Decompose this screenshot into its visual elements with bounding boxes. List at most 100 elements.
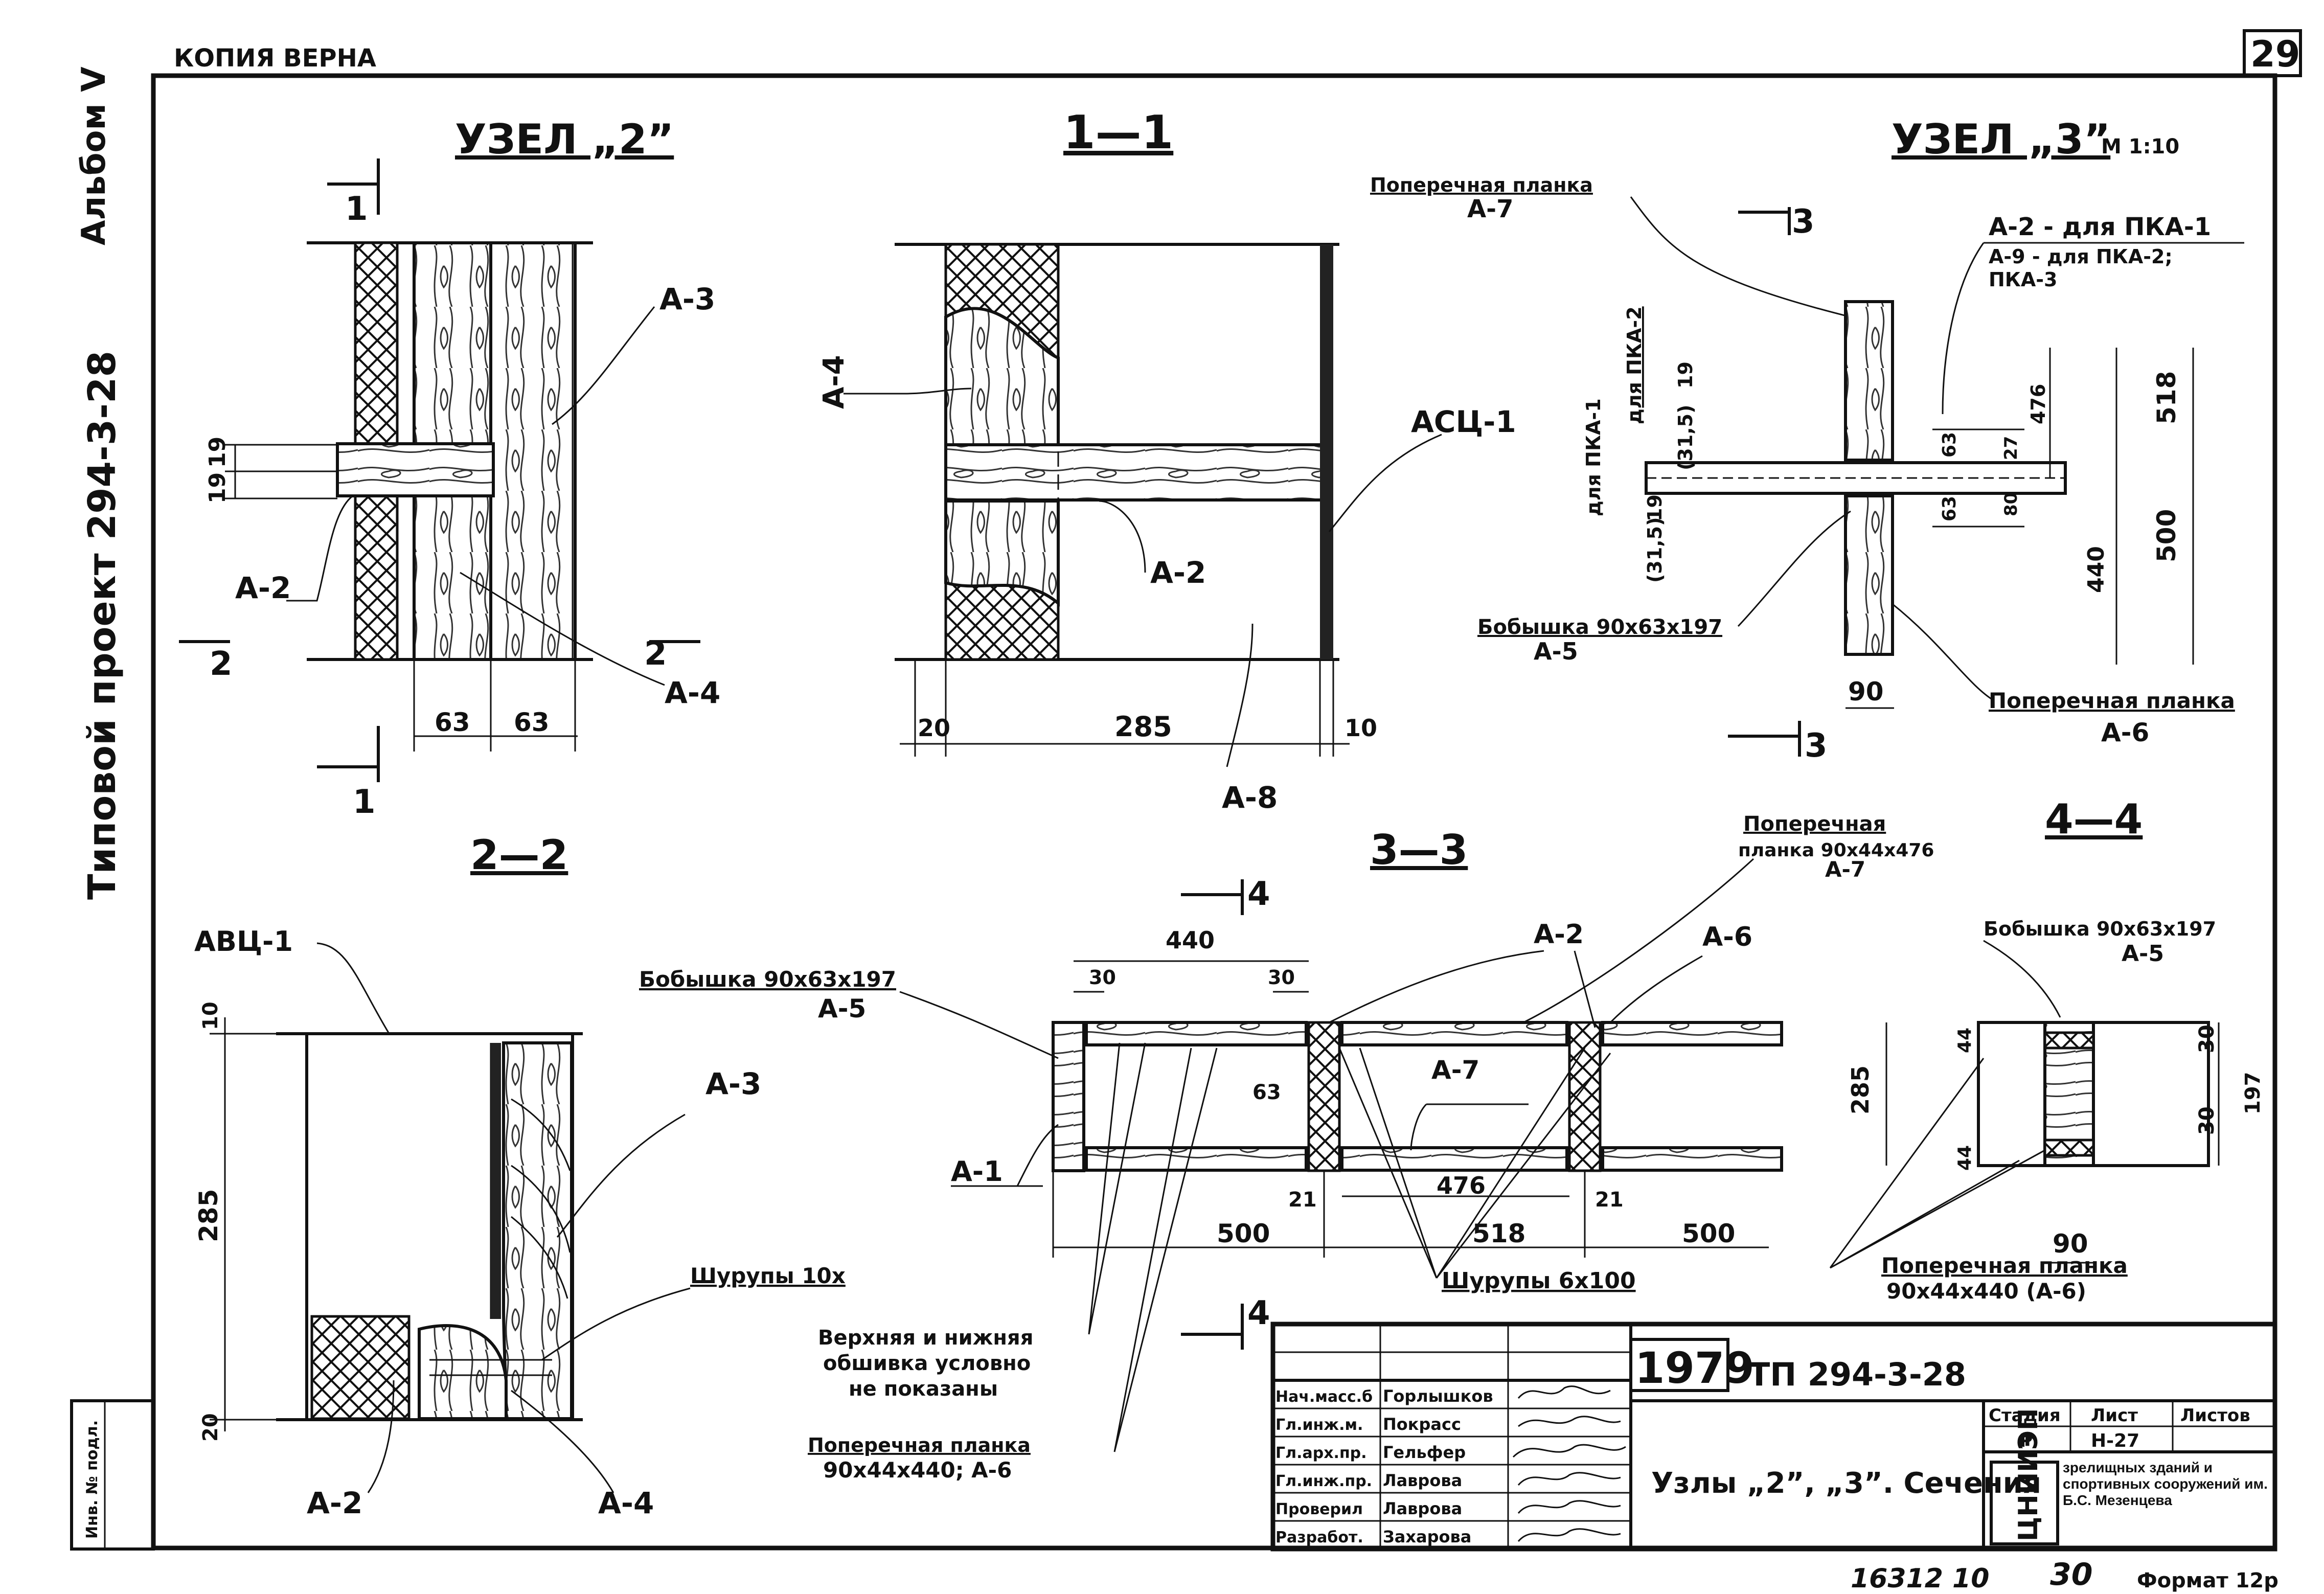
node-3-dim-19-bottom: 19	[1644, 494, 1666, 521]
section-4-4-dim-44-bottom: 44	[1954, 1145, 1975, 1171]
node-3-boss-code: А-5	[1534, 637, 1578, 665]
year: 1979	[1635, 1343, 1755, 1393]
role-5: Проверил	[1275, 1500, 1363, 1518]
node-3-title: УЗЕЛ „3”	[1892, 116, 2110, 163]
node-3-note-a9: А-9 - для ПКА-2;	[1989, 245, 2173, 268]
node-3-bottom-plank: Поперечная планка	[1989, 688, 2235, 713]
sheets-header: Листов	[2180, 1405, 2250, 1426]
section-3-3-title: 3—3	[1370, 826, 1468, 874]
section-1-1-dim-10: 10	[1345, 714, 1377, 742]
section-3-3-boss: Бобышка 90х63х197	[639, 967, 896, 992]
node-2-mark-left: 2	[210, 645, 233, 683]
section-1-1-view: 1—1 А-4 АСЦ-1 А-2 А-8 20 285 10	[817, 106, 1516, 815]
section-1-1-dim-285: 285	[1114, 711, 1172, 743]
section-2-2-dim-10: 10	[199, 1001, 222, 1030]
section-3-3-dim-476: 476	[1437, 1172, 1486, 1199]
section-1-1-label-a8: А-8	[1222, 780, 1278, 815]
role-2: Гл.инж.м.	[1275, 1416, 1363, 1434]
node-3-dim-476: 476	[2027, 384, 2049, 424]
role-1: Нач.масс.б	[1275, 1388, 1373, 1406]
section-3-3-dim-500-left: 500	[1217, 1219, 1270, 1248]
node-3-for-pka2: для ПКА-2	[1623, 306, 1646, 424]
section-3-3-dim-63: 63	[1252, 1081, 1281, 1104]
node-2-dim-63b: 63	[514, 708, 550, 737]
sheet-number-box	[2243, 29, 2302, 77]
drawing-title: Узлы „2”, „3”. Сечения	[1651, 1467, 2041, 1500]
node-3-dim-63-bottom: 63	[1939, 496, 1960, 521]
section-2-2-label-a2: А-2	[307, 1486, 362, 1520]
section-4-4-view: 4—4 Бобышка 90х63х197 А-5 44 285 44 30 1…	[1829, 795, 2265, 1304]
section-3-3-dim-500-right: 500	[1682, 1219, 1735, 1248]
section-3-3-dim-518: 518	[1472, 1219, 1525, 1248]
node-2-mark-right: 2	[644, 635, 667, 673]
org-logo-box	[1990, 1461, 2059, 1545]
section-3-3-mark-bottom: 4	[1247, 1294, 1270, 1332]
node-3-top-plank: Поперечная планка	[1370, 174, 1593, 196]
section-4-4-plank-2: 90х44х440 (А-6)	[1886, 1279, 2086, 1304]
node-2-label-a2: А-2	[235, 571, 291, 605]
outer-frame	[151, 73, 2277, 1551]
node-2-mark-bottom: 1	[353, 783, 376, 821]
section-4-4-title: 4—4	[2045, 795, 2143, 843]
node-3-dim-518: 518	[2152, 371, 2181, 424]
section-3-3-view: 3—3 4 4 Бобышка 90х63х197 А-5 А-1 А-7 А-…	[639, 812, 1934, 1483]
section-3-3-boss-code: А-5	[818, 994, 866, 1023]
name-4: Лаврова	[1383, 1471, 1462, 1490]
node-3-top-plank-code: А-7	[1467, 195, 1513, 223]
section-3-3-mark-top: 4	[1247, 875, 1270, 913]
section-1-1-label-a2: А-2	[1150, 555, 1206, 590]
node-2-label-a3: А-3	[659, 282, 715, 316]
node-2-dim-63a: 63	[435, 708, 470, 737]
section-3-3-dim-440: 440	[1166, 926, 1215, 954]
stage-header: Стадия	[1989, 1405, 2061, 1426]
role-4: Гл.инж.пр.	[1275, 1472, 1372, 1490]
stage-value: Р	[2019, 1430, 2033, 1451]
node-2-label-a4: А-4	[665, 675, 720, 710]
name-6: Захарова	[1383, 1527, 1471, 1546]
section-4-4-dim-44-top: 44	[1954, 1028, 1975, 1053]
node-3-mark-bottom: 3	[1805, 727, 1828, 765]
node-3-dim-63-top: 63	[1939, 432, 1960, 458]
name-5: Лаврова	[1383, 1499, 1462, 1518]
section-3-3-sheathing-3: не показаны	[849, 1377, 998, 1401]
section-3-3-label-a6: А-6	[1702, 922, 1752, 952]
section-3-3-dim-30-left: 30	[1089, 966, 1116, 989]
section-3-3-bottom-plank-2: 90х44х440; А-6	[823, 1458, 1012, 1483]
node-3-note-a2: А-2 - для ПКА-1	[1989, 213, 2211, 241]
section-3-3-top-plank-2: планка 90х44х476	[1738, 840, 1934, 861]
org-logo: ЦНИИЭП	[2013, 1408, 2044, 1541]
section-3-3-label-a1: А-1	[951, 1155, 1003, 1188]
section-4-4-boss-code: А-5	[2122, 941, 2164, 967]
section-3-3-dim-21-left: 21	[1288, 1188, 1317, 1212]
year-box	[1629, 1338, 1729, 1392]
node-2-dim-19b: 19	[204, 437, 231, 468]
node-2-dim-19a: 19	[204, 472, 231, 504]
section-2-2-label-a3: А-3	[705, 1066, 761, 1101]
section-3-3-label-a7: А-7	[1431, 1055, 1479, 1085]
section-4-4-dim-285: 285	[1847, 1065, 1874, 1114]
node-3-dim-80: 80	[2001, 492, 2021, 516]
node-2-title: УЗЕЛ „2”	[455, 116, 674, 163]
page-number: 30	[2050, 1557, 2093, 1592]
section-3-3-sheathing-2: обшивка условно	[823, 1352, 1031, 1375]
format-label: Формат 12р	[2137, 1569, 2279, 1592]
inventory-label: Инв. № подл.	[83, 1420, 101, 1539]
side-project-title: Типовой проект 294-3-28	[80, 351, 124, 900]
section-2-2-dim-285: 285	[194, 1189, 223, 1242]
left-margin: Альбом V Типовой проект 294-3-28 Инв. № …	[70, 66, 155, 1551]
signatures	[1512, 1385, 1626, 1542]
role-6: Разработ.	[1275, 1529, 1363, 1546]
album-label: Альбом V	[75, 66, 113, 245]
inventory-box	[70, 1399, 155, 1551]
name-1: Горлышков	[1383, 1386, 1493, 1406]
node-3-mark-top: 3	[1792, 203, 1815, 241]
section-3-3-screws: Шурупы 6х100	[1442, 1268, 1636, 1294]
section-3-3-dim-21-right: 21	[1595, 1188, 1624, 1212]
copy-stamp: КОПИЯ ВЕРНА	[174, 44, 376, 73]
node-2-view: УЗЕЛ „2” 1 1 А-3 А-2 А-4 2 2 19 19	[179, 116, 720, 821]
section-1-1-title: 1—1	[1063, 106, 1173, 160]
section-1-1-label-a4: А-4	[817, 355, 851, 409]
node-3-scale: М 1:10	[2101, 135, 2179, 158]
section-4-4-boss: Бобышка 90х63х197	[1984, 918, 2216, 940]
